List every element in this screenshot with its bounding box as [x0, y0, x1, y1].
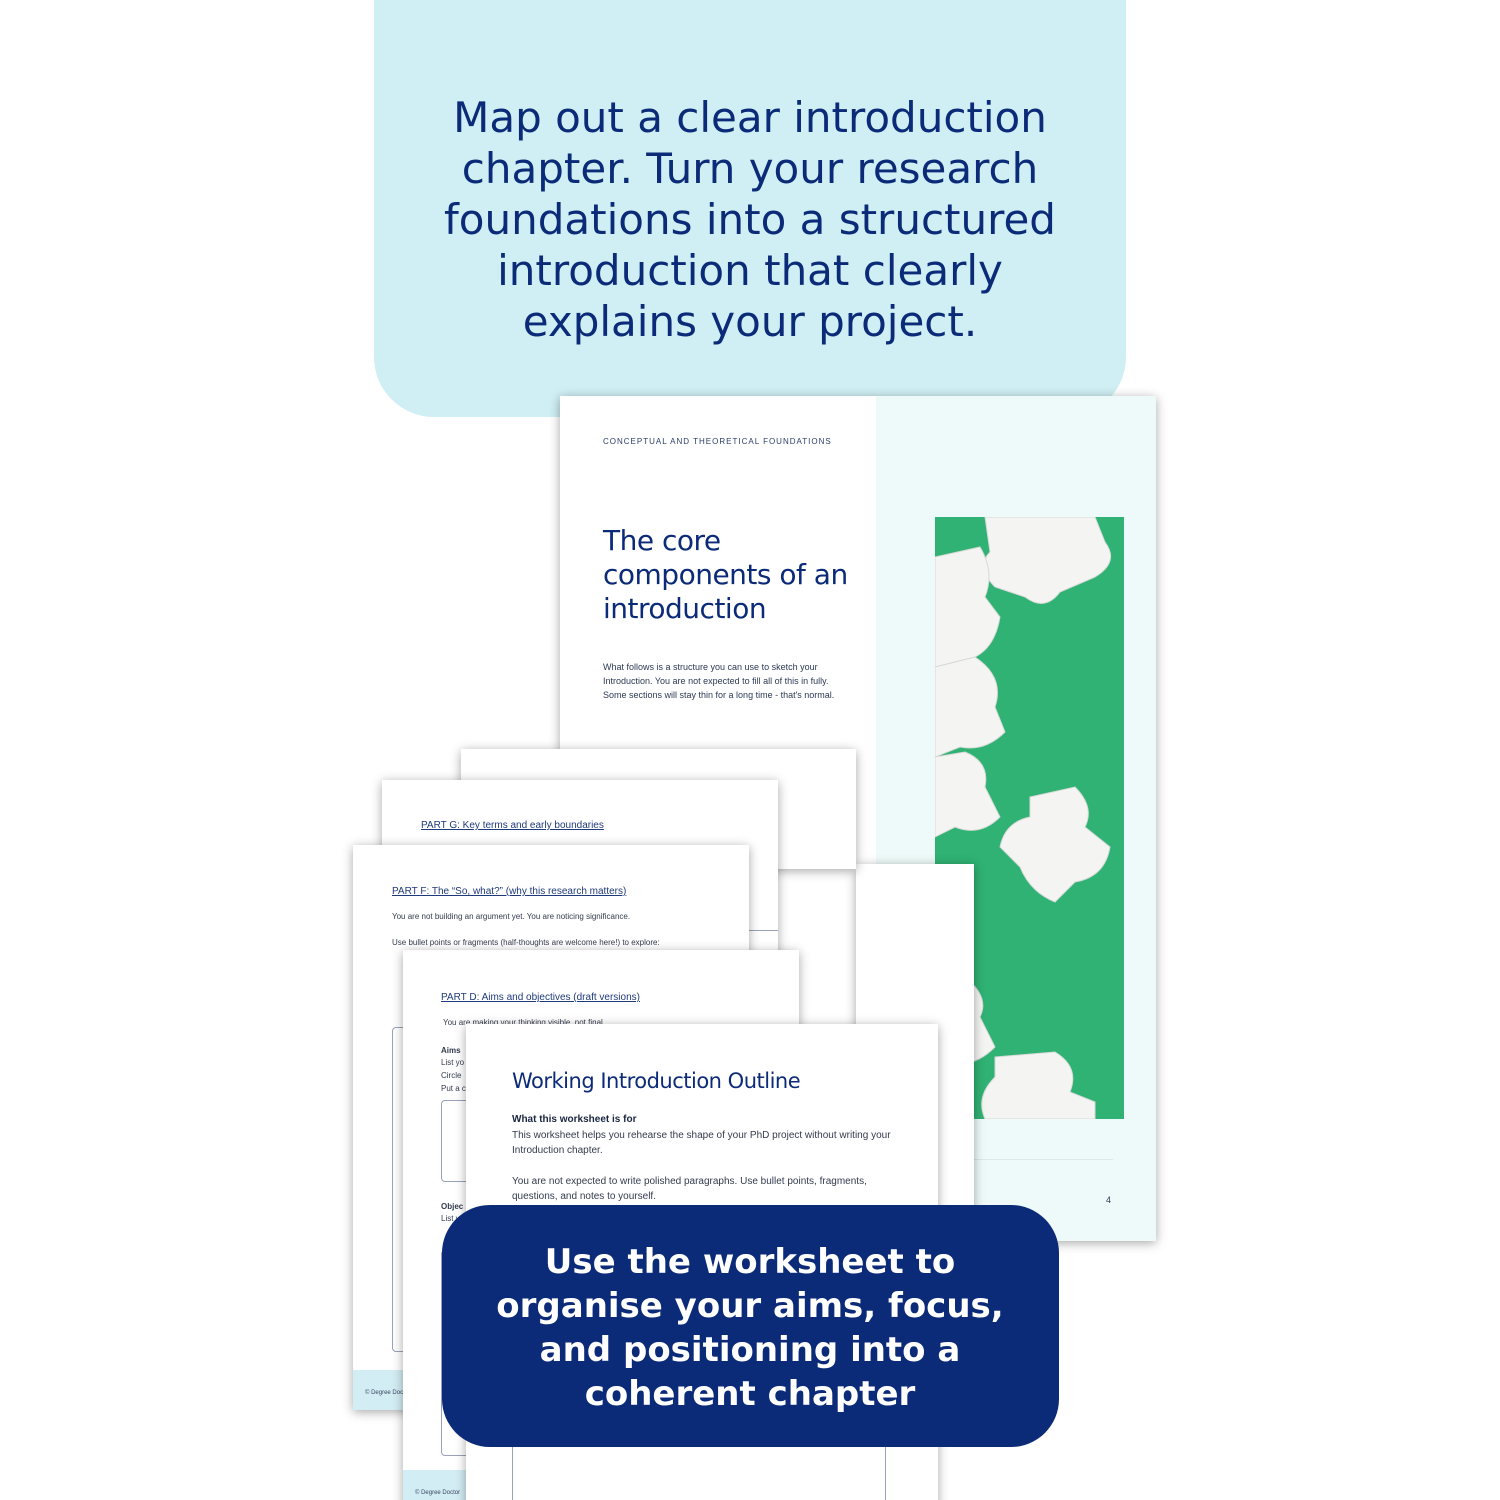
part-d-list-line: List yo [441, 1058, 465, 1067]
part-f-line-2: Use bullet points or fragments (half-tho… [392, 938, 660, 947]
part-f-heading: PART F: The “So, what?” (why this resear… [392, 886, 627, 897]
part-f-line-1: You are not building an argument yet. Yo… [392, 912, 631, 921]
part-d-objectives-list: List yo [441, 1214, 465, 1223]
worksheet-answer-box [512, 1444, 886, 1500]
worksheet-paragraph-1: This worksheet helps you rehearse the sh… [512, 1130, 891, 1156]
part-g-heading: PART G: Key terms and early boundaries [421, 820, 604, 831]
cover-page-number: 4 [1106, 1195, 1112, 1205]
cover-eyebrow: CONCEPTUAL AND THEORETICAL FOUNDATIONS [603, 437, 832, 446]
part-d-objectives-label: Objec [441, 1202, 464, 1211]
part-d-line-1: You are making your thinking visible, no… [443, 1018, 606, 1027]
part-d-footer-text: © Degree Doctor [415, 1490, 461, 1496]
worksheet-paragraph-2: You are not expected to write polished p… [512, 1176, 867, 1202]
top-callout-text: Map out a clear introduction chapter. Tu… [444, 93, 1056, 346]
bottom-callout-panel [442, 1205, 1059, 1447]
part-d-put-line: Put a c [441, 1084, 466, 1093]
top-callout-panel [374, 0, 1126, 417]
worksheet-subheading: What this worksheet is for [512, 1114, 637, 1125]
part-d-circle-line: Circle [441, 1071, 462, 1080]
cover-intro: What follows is a structure you can use … [603, 662, 835, 700]
cover-page: CONCEPTUAL AND THEORETICAL FOUNDATIONS T… [560, 396, 1156, 1241]
cover-title: The core components of an introduction [603, 524, 848, 625]
part-f-footer-text: © Degree Doc [365, 1390, 404, 1396]
part-d-aims-label: Aims [441, 1046, 461, 1055]
bottom-callout-text: Use the worksheet to organise your aims,… [496, 1242, 1004, 1414]
worksheet-title: Working Introduction Outline [512, 1069, 801, 1093]
part-d-heading: PART D: Aims and objectives (draft versi… [441, 992, 640, 1003]
